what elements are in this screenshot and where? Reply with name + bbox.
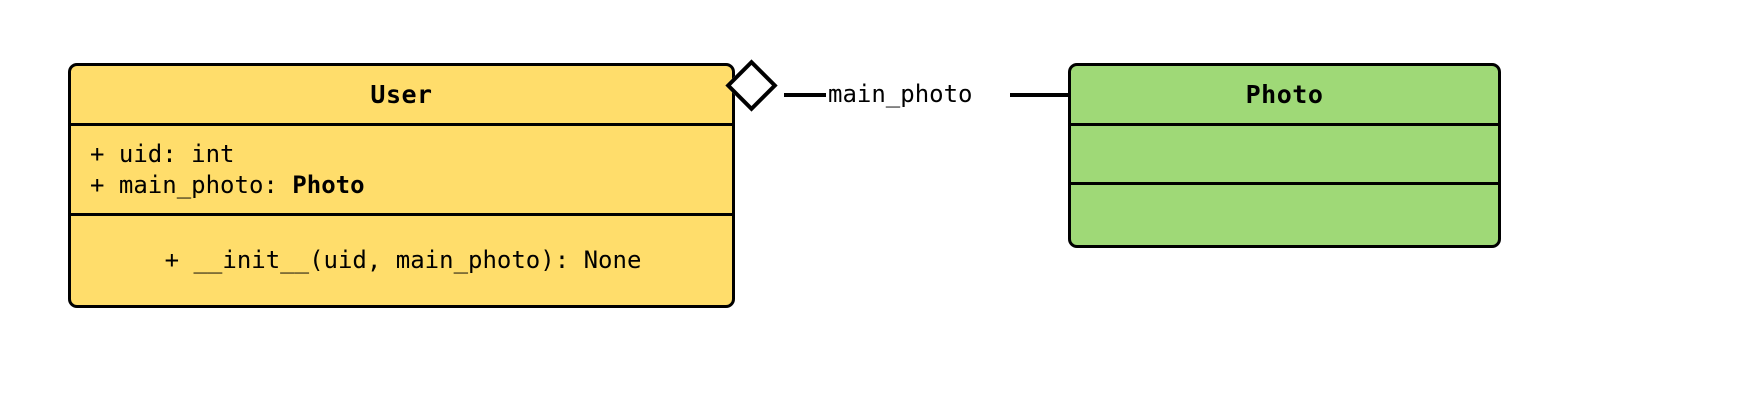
attributes-compartment-photo [1071, 123, 1498, 182]
attribute-row: + main_photo: Photo [90, 170, 716, 201]
attribute-prefix: + main_photo: [90, 170, 293, 199]
operations-compartment-user: + __init__(uid, main_photo): None [71, 213, 732, 305]
attributes-compartment-user: + uid: int + main_photo: Photo [71, 123, 732, 213]
attribute-row: + uid: int [90, 139, 235, 168]
class-box-user[interactable]: User + uid: int + main_photo: Photo + __… [68, 63, 735, 308]
class-box-photo[interactable]: Photo [1068, 63, 1501, 248]
relationship-label: main_photo [826, 80, 975, 108]
operation-row: + __init__(uid, main_photo): None [164, 246, 642, 274]
operations-compartment-photo [1071, 182, 1498, 245]
class-name-photo: Photo [1245, 80, 1324, 109]
link-line-segment [1010, 93, 1070, 97]
link-line-segment [784, 93, 832, 97]
attribute-type: Photo [292, 170, 365, 199]
class-name-user: User [370, 80, 433, 109]
